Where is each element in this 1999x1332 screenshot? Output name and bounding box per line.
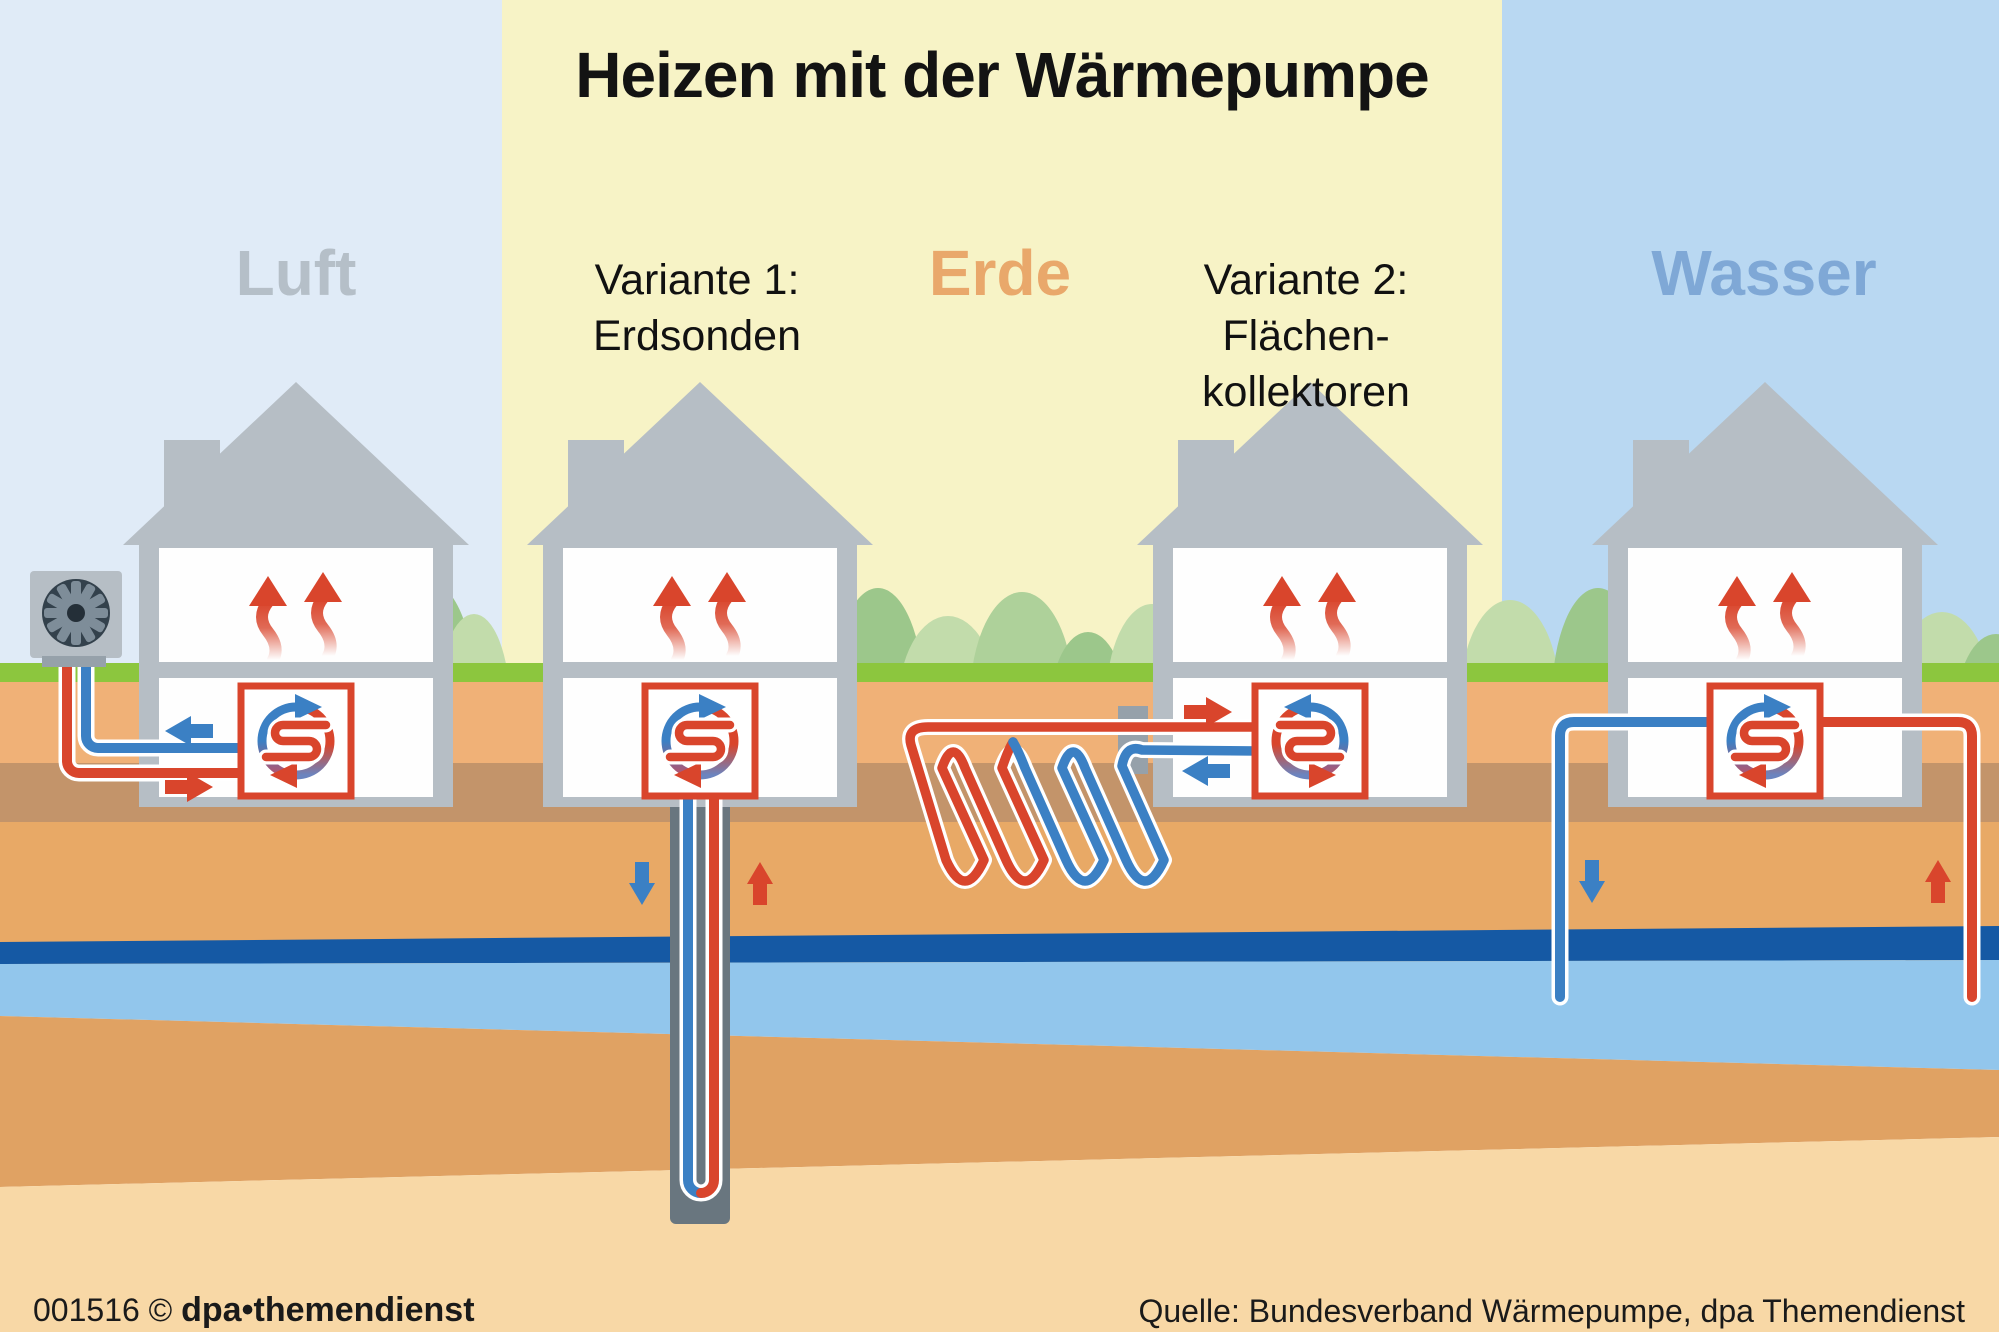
- flow-arrow-red-right: [1184, 697, 1232, 727]
- flow-arrow-red-up: [1925, 860, 1951, 903]
- heat-pump-icon: [1710, 686, 1820, 796]
- groundwater-top-layer: [0, 926, 1999, 964]
- column-label-luft: Luft: [235, 237, 357, 309]
- probe-u-pipe: [679, 781, 723, 1202]
- flow-arrow-blue-down: [629, 862, 655, 905]
- column-label-wasser: Wasser: [1651, 237, 1877, 309]
- soil-layer-5: [0, 1137, 1999, 1332]
- collector-loop-pipe: [902, 719, 1266, 889]
- heat-pump-icon: [1255, 686, 1365, 796]
- heat-pump-icon: [645, 686, 755, 796]
- flow-arrow-blue-left: [165, 716, 213, 746]
- footer-code: 001516 ©: [33, 1292, 173, 1328]
- soil-layer-4: [0, 1016, 1999, 1187]
- air-pipes: [58, 641, 257, 782]
- flow-arrow-blue-left: [1182, 756, 1230, 786]
- dpa-themendienst-logo: dpa•themendienst: [181, 1291, 475, 1329]
- flow-arrow-blue-down: [1579, 860, 1605, 903]
- flow-arrow-red-right: [165, 772, 213, 802]
- heat-pump-icon: [241, 686, 351, 796]
- fan-unit-icon: [30, 571, 122, 667]
- variant2-label: Variante 2: Flächen- kollektoren: [1202, 256, 1410, 416]
- fan-hub: [67, 604, 85, 622]
- footer-credit: 001516 © dpa•themendienst: [33, 1291, 475, 1330]
- water-pipes: [1551, 713, 1981, 1006]
- fan-blades-icon: [44, 581, 108, 645]
- flow-arrows: [165, 697, 1951, 905]
- page-title: Heizen mit der Wärmepumpe: [575, 39, 1429, 111]
- groundwater-layer: [0, 960, 1999, 1070]
- column-label-erde: Erde: [928, 237, 1072, 309]
- grass-strip: [0, 663, 1999, 684]
- footer-source: Quelle: Bundesverband Wärmepumpe, dpa Th…: [1138, 1293, 1965, 1329]
- variant1-label: Variante 1: Erdsonden: [593, 256, 801, 360]
- flow-arrow-red-up: [747, 862, 773, 905]
- fan-base: [42, 656, 106, 667]
